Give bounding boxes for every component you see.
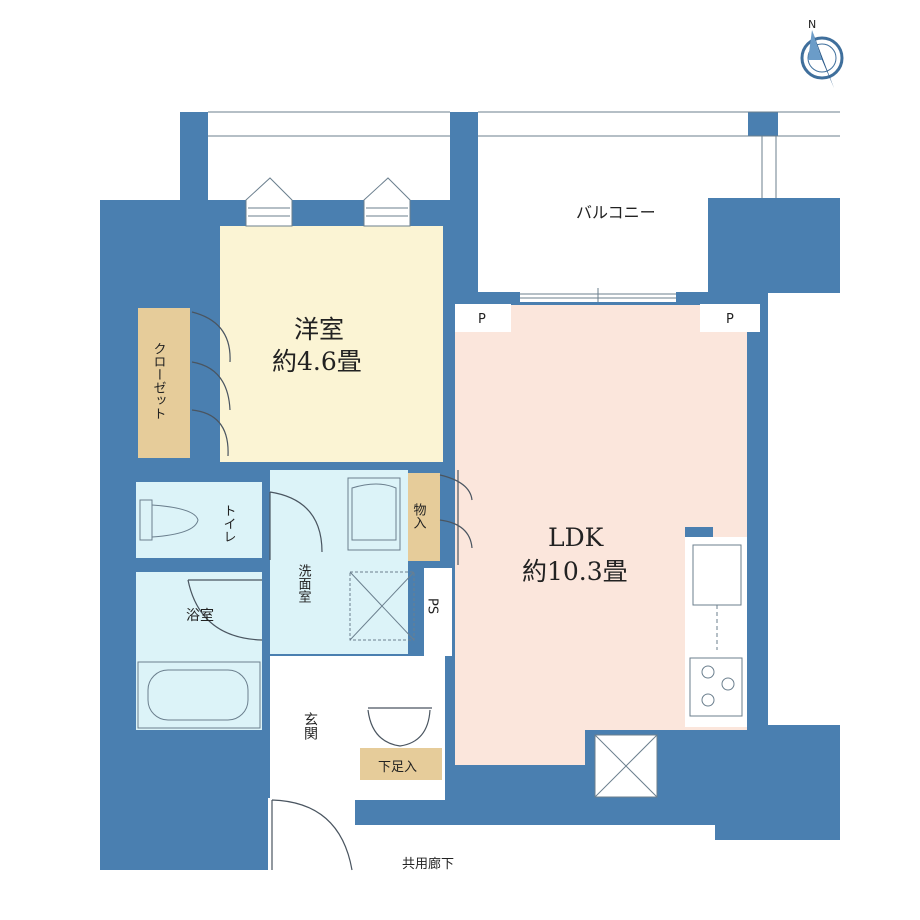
corridor-label: 共用廊下 <box>402 856 454 872</box>
wall-top-left <box>180 112 208 222</box>
bedroom-name: 洋室 <box>294 315 344 344</box>
balcony-floor-top <box>708 136 748 198</box>
ldk-name: LDK <box>548 523 605 552</box>
toilet-fixture <box>139 499 199 541</box>
toilet-floor <box>136 482 262 558</box>
wall-top-mid <box>450 112 478 332</box>
balcony-label: バルコニー <box>576 203 656 222</box>
ps-label: PS <box>425 598 440 614</box>
kitchen-counter <box>685 537 747 727</box>
bedroom-size: 約4.6畳 <box>272 347 362 376</box>
balcony-floor-right <box>478 112 708 292</box>
balcony-floor <box>208 112 450 200</box>
compass: N <box>800 18 844 88</box>
rooms <box>136 226 750 870</box>
entrance-door <box>271 799 353 871</box>
bath-door <box>187 579 263 641</box>
balcony-area <box>208 111 840 292</box>
kitchen-sink <box>692 544 742 650</box>
washing-machine-pan <box>349 571 415 641</box>
pipe-shafts <box>455 304 760 332</box>
shoe-storage-doors <box>367 707 432 747</box>
p-left-label: P <box>478 312 486 327</box>
p-box-left <box>455 304 511 332</box>
storage-label: 物入 <box>411 503 427 529</box>
ldk-window <box>520 288 676 302</box>
kitchen-stove <box>689 657 743 717</box>
entrance-label: 玄関 <box>302 711 318 741</box>
entrance-lower <box>270 795 355 870</box>
bathroom-label: 浴室 <box>186 607 214 624</box>
toilet-label: トイレ <box>221 504 236 543</box>
storage-floor <box>408 473 440 561</box>
storage-doors <box>439 470 473 565</box>
shoe-storage-label: 下足入 <box>378 760 417 775</box>
shoe-storage-floor <box>360 748 442 780</box>
wall-top-right <box>748 112 778 136</box>
toilet-door <box>269 491 323 560</box>
wall-right-pillar <box>708 198 840 293</box>
bathtub <box>137 661 261 729</box>
wall-bottom-right-notch <box>715 795 840 840</box>
fridge-space <box>594 734 658 798</box>
ldk-size: 約10.3畳 <box>522 557 628 586</box>
compass-north-label: N <box>808 18 816 31</box>
wash-basin <box>347 477 401 551</box>
washroom-floor <box>270 470 408 654</box>
washroom-label: 洗面室 <box>296 564 312 603</box>
bath-floor <box>136 572 262 730</box>
bedroom-windows <box>245 177 411 227</box>
closet-label: クローゼット <box>151 342 167 420</box>
closet-doors <box>191 311 231 457</box>
ps-floor <box>424 568 452 656</box>
ldk-bottom-extension <box>455 730 585 765</box>
wall-bottom-left <box>100 795 268 870</box>
bedroom-floor <box>220 226 443 462</box>
p-box-right <box>700 304 760 332</box>
closet-floor <box>138 308 190 458</box>
p-right-label: P <box>726 312 734 327</box>
